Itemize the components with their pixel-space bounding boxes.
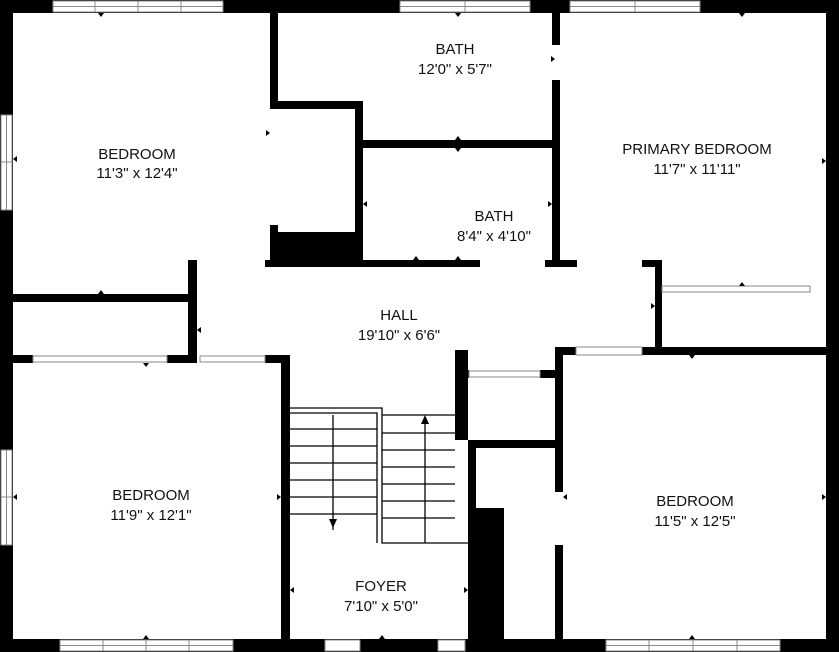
room-name-hall: HALL: [380, 307, 418, 324]
room-dims-bedroom-bottom-left: 11'9" x 12'1": [110, 507, 191, 524]
room-name-bedroom-bottom-right: BEDROOM: [656, 493, 734, 510]
room-name-primary-bedroom: PRIMARY BEDROOM: [622, 141, 771, 158]
dimension-markers: [13, 13, 826, 639]
room-name-bath-top: BATH: [436, 41, 475, 58]
window-top-bath: [399, 0, 531, 13]
staircase: [290, 407, 468, 544]
room-dims-bedroom-top-left: 11'3" x 12'4": [96, 165, 177, 182]
room-dims-foyer: 7'10" x 5'0": [344, 598, 418, 615]
stair-up-arrow-icon: [421, 415, 429, 424]
room-dims-hall: 19'10" x 6'6": [358, 327, 440, 344]
window-top-left: [52, 0, 224, 13]
window-left-lower: [0, 449, 13, 546]
room-dims-bedroom-bottom-right: 11'5" x 12'5": [654, 513, 735, 530]
room-dims-primary-bedroom: 11'7" x 11'11": [653, 161, 740, 178]
stair-down-arrow-icon: [329, 519, 337, 528]
interior-walls: [13, 13, 826, 639]
window-left-upper: [0, 114, 13, 211]
room-dims-bath-top: 12'0" x 5'7": [418, 61, 492, 78]
room-labels: BEDROOM 11'3" x 12'4" BATH 12'0" x 5'7" …: [96, 41, 771, 615]
room-name-bedroom-top-left: BEDROOM: [98, 146, 176, 163]
room-dims-bath-middle: 8'4" x 4'10": [457, 228, 531, 245]
window-bottom-left: [59, 639, 234, 652]
window-bottom-foyer: [324, 639, 466, 652]
room-name-foyer: FOYER: [355, 578, 407, 595]
window-top-primary: [569, 0, 701, 13]
room-name-bedroom-bottom-left: BEDROOM: [112, 487, 190, 504]
windows: [0, 0, 811, 652]
room-name-bath-middle: BATH: [475, 208, 514, 225]
window-bottom-right: [605, 639, 781, 652]
